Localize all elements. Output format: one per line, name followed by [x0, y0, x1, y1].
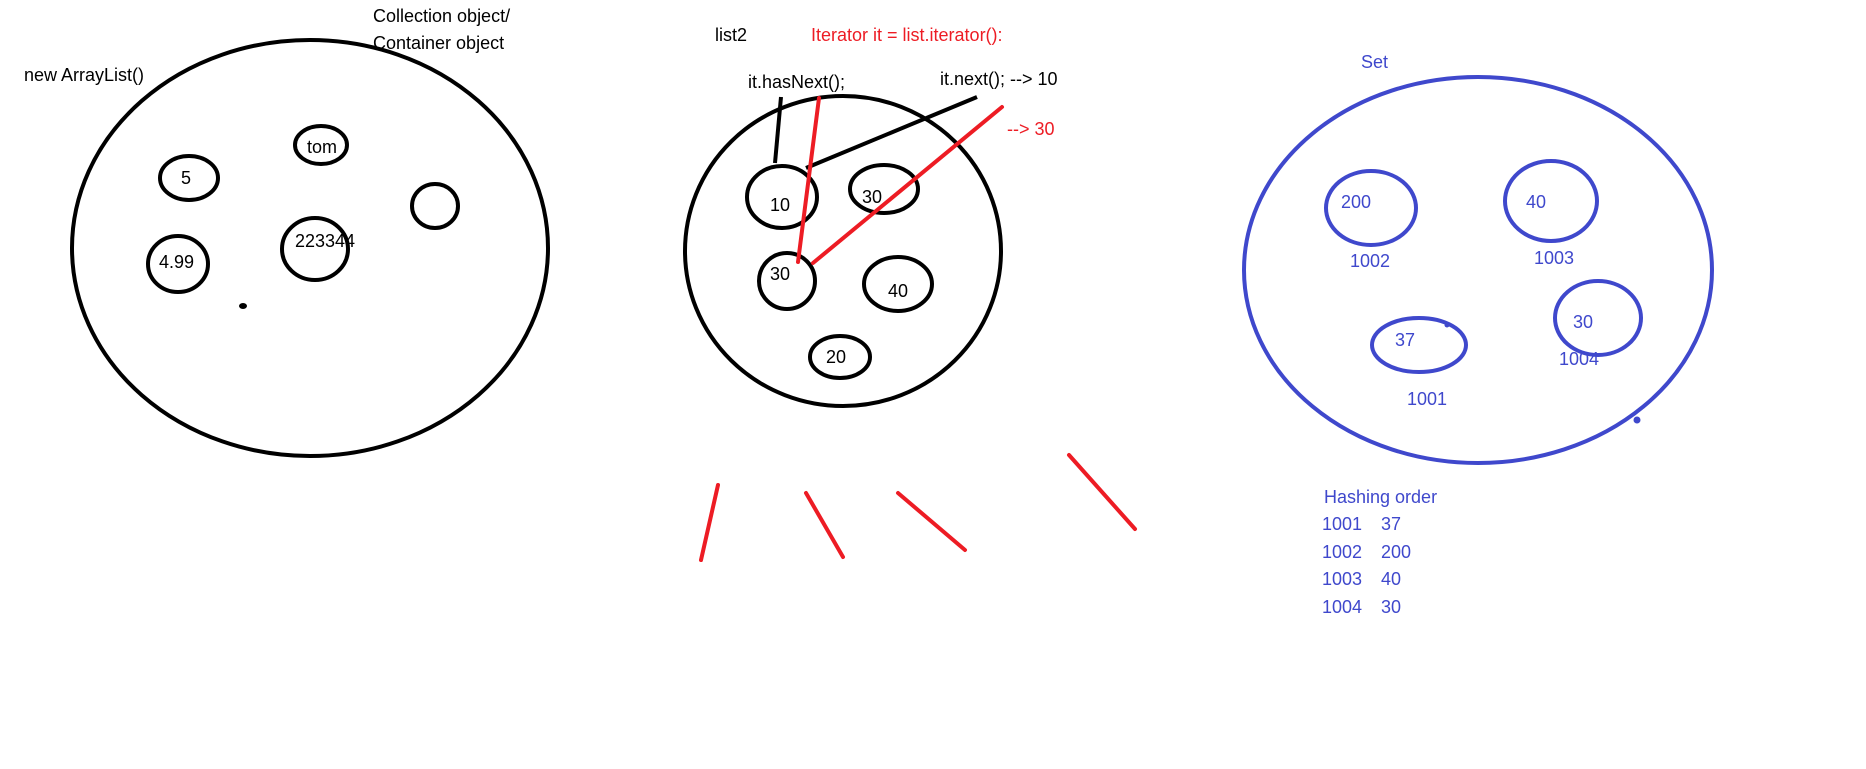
set-item-40-label: 40: [1526, 192, 1546, 212]
item-4-99-label: 4.99: [159, 252, 194, 272]
set-item-200-ellipse: [1324, 169, 1418, 247]
hashing-row-2-hash: 1002: [1322, 542, 1362, 562]
item-30-top-ellipse: [848, 163, 920, 215]
item-223344-label: 223344: [295, 231, 355, 251]
set-item-40-ellipse: [1503, 159, 1599, 243]
arraylist-container-ellipse: [70, 38, 550, 458]
next-pointer: [805, 95, 978, 170]
set-panel: Set 200 1002 40 1003 37 1001 30 1004 Has…: [1242, 52, 1714, 617]
set-item-30-ellipse: [1553, 279, 1643, 357]
next-call: it.next(); --> 10: [940, 69, 1058, 89]
set-item-30-label: 30: [1573, 312, 1593, 332]
item-30-top-label: 30: [862, 187, 882, 207]
has-next-pointer: [773, 96, 783, 164]
has-next-call: it.hasNext();: [748, 72, 845, 92]
item-20-label: 20: [826, 347, 846, 367]
item-10-label: 10: [770, 195, 790, 215]
list2-container-ellipse: [683, 94, 1003, 408]
empty-item-ellipse: [410, 182, 460, 230]
set-hash-1004: 1004: [1559, 349, 1599, 369]
arraylist-panel: new ArrayList() Collection object/ Conta…: [24, 6, 550, 458]
blue-stray-dot-1: [1444, 322, 1450, 328]
set-hash-1003: 1003: [1534, 248, 1574, 268]
red-tick-3: [896, 491, 967, 552]
red-cursor-line-2: [811, 105, 1004, 265]
list2-label: list2: [715, 25, 747, 45]
red-tick-4: [1067, 453, 1137, 531]
iterator-declaration: Iterator it = list.iterator():: [811, 25, 1003, 45]
hashing-row-3-hash: 1003: [1322, 569, 1362, 589]
item-30-mid-ellipse: [757, 251, 817, 311]
blue-stray-dot-2: [1633, 416, 1641, 424]
set-hash-1001: 1001: [1407, 389, 1447, 409]
item-40-label: 40: [888, 281, 908, 301]
red-tick-1: [699, 483, 720, 562]
item-30-mid-label: 30: [770, 264, 790, 284]
hashing-order-title: Hashing order: [1324, 487, 1437, 507]
set-item-200-label: 200: [1341, 192, 1371, 212]
item-5-ellipse: [158, 154, 220, 202]
iterator-panel: list2 Iterator it = list.iterator(): it.…: [683, 25, 1137, 562]
item-4-99-ellipse: [146, 234, 210, 294]
item-223344-ellipse: [280, 216, 350, 282]
hashing-row-1-hash: 1001: [1322, 514, 1362, 534]
item-20-ellipse: [808, 334, 872, 380]
hashing-row-2-value: 200: [1381, 542, 1411, 562]
collection-note-line2: Container object: [373, 33, 504, 53]
red-cursor-line-1: [796, 96, 821, 264]
hashing-row-3-value: 40: [1381, 569, 1401, 589]
red-tick-2: [804, 491, 845, 559]
item-tom-label: tom: [307, 137, 337, 157]
item-40-ellipse: [862, 255, 934, 313]
item-5-label: 5: [181, 168, 191, 188]
stray-dot: [239, 303, 247, 309]
hashing-row-1-value: 37: [1381, 514, 1401, 534]
collection-note-line1: Collection object/: [373, 6, 510, 26]
item-tom-ellipse: [293, 124, 349, 166]
set-item-37-label: 37: [1395, 330, 1415, 350]
set-item-37-ellipse: [1370, 316, 1468, 374]
next-result-30: --> 30: [1007, 119, 1055, 139]
hashing-row-4-hash: 1004: [1322, 597, 1362, 617]
set-hash-1002: 1002: [1350, 251, 1390, 271]
hashing-row-4-value: 30: [1381, 597, 1401, 617]
item-10-ellipse: [745, 164, 819, 230]
set-title: Set: [1361, 52, 1388, 72]
set-container-ellipse: [1242, 75, 1714, 465]
arraylist-constructor-label: new ArrayList(): [24, 65, 144, 85]
